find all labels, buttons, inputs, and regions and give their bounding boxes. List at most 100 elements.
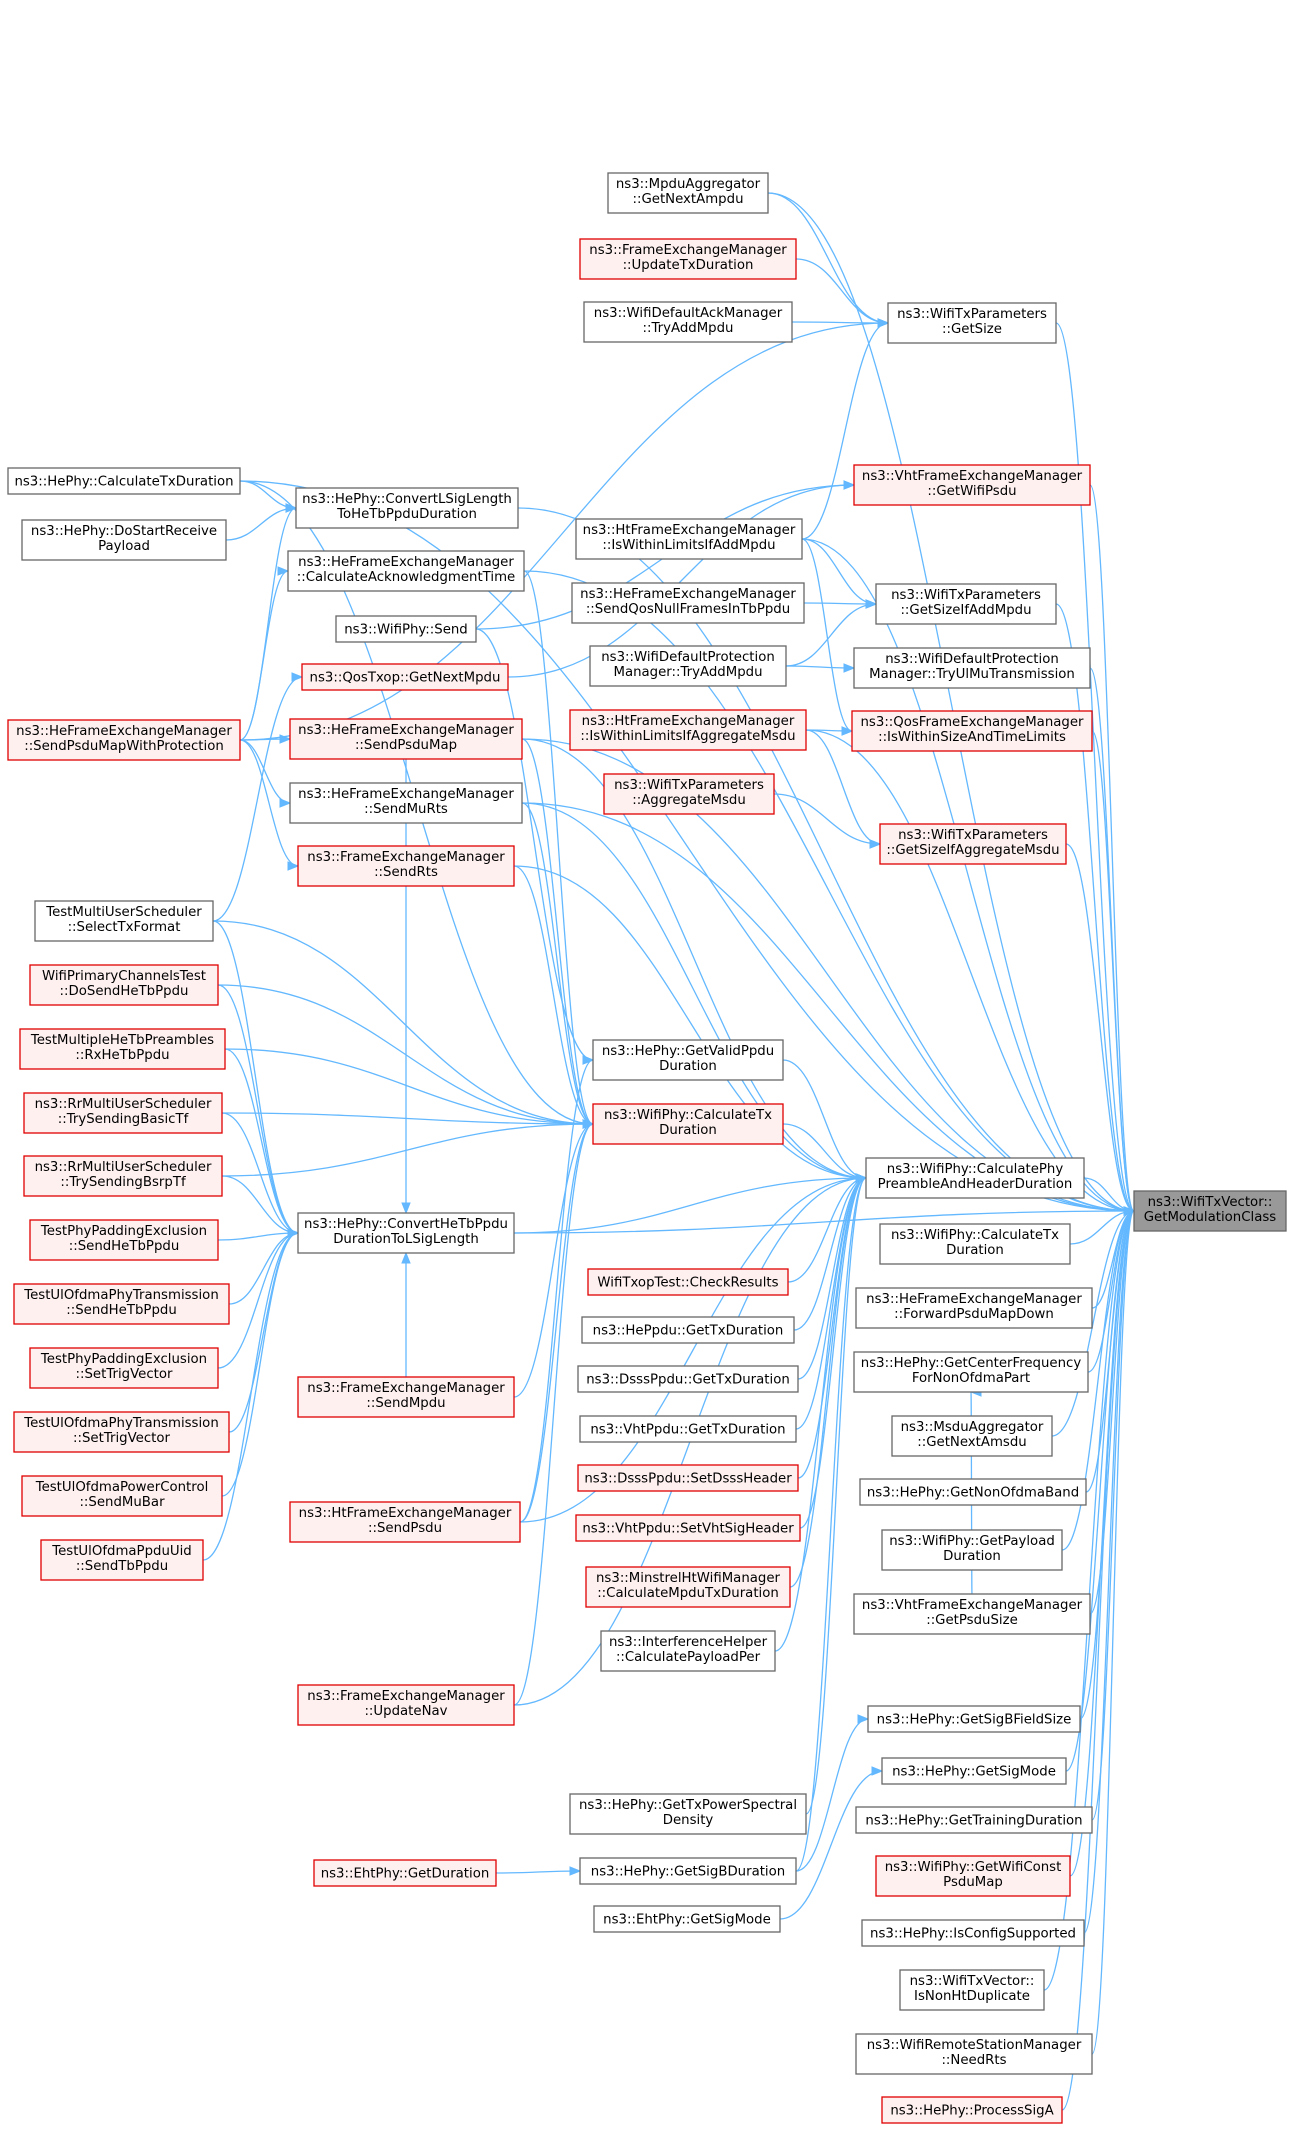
graph-node[interactable]: ns3::WifiDefaultProtectionManager::TryUl… bbox=[853, 647, 1091, 689]
graph-node[interactable]: ns3::RrMultiUserScheduler::TrySendingBsr… bbox=[23, 1155, 223, 1197]
node-label: Manager::TryUlMuTransmission bbox=[869, 667, 1075, 682]
graph-node[interactable]: ns3::QosTxop::GetNextMpdu bbox=[301, 663, 509, 691]
graph-node[interactable]: ns3::WifiPhy::CalculateTxDuration bbox=[879, 1223, 1071, 1265]
graph-node[interactable]: ns3::VhtPpdu::SetVhtSigHeader bbox=[575, 1514, 801, 1542]
call-edge bbox=[1061, 1210, 1135, 2111]
graph-node[interactable]: ns3::FrameExchangeManager::SendRts bbox=[297, 845, 515, 887]
graph-node[interactable]: TestPhyPaddingExclusion::SendHeTbPpdu bbox=[29, 1219, 219, 1261]
graph-node[interactable]: ns3::HeFrameExchangeManager::SendPsduMap bbox=[289, 718, 523, 760]
graph-node[interactable]: TestUlOfdmaPhyTransmission::SendHeTbPpdu bbox=[13, 1283, 230, 1325]
call-edge bbox=[767, 192, 1135, 1212]
graph-node[interactable]: TestPhyPaddingExclusion::SetTrigVector bbox=[29, 1347, 219, 1389]
node-label: ::IsWithinLimitsIfAddMpdu bbox=[602, 538, 775, 553]
call-edge bbox=[1055, 322, 1135, 1212]
graph-node[interactable]: ns3::VhtFrameExchangeManager::GetPsduSiz… bbox=[853, 1593, 1091, 1635]
graph-node[interactable]: ns3::HePhy::GetTrainingDuration bbox=[855, 1806, 1093, 1834]
root-node[interactable]: ns3::WifiTxVector::GetModulationClass bbox=[1133, 1190, 1287, 1232]
node-label: DurationToLSigLength bbox=[333, 1232, 479, 1247]
node-label: ns3::VhtFrameExchangeManager bbox=[862, 469, 1083, 484]
graph-node[interactable]: TestUlOfdmaPpduUid::SendTbPpdu bbox=[40, 1539, 204, 1581]
graph-node[interactable]: ns3::VhtPpdu::GetTxDuration bbox=[579, 1415, 797, 1443]
graph-node[interactable]: ns3::WifiPhy::CalculateTxDuration bbox=[592, 1103, 784, 1145]
graph-node[interactable]: ns3::WifiTxParameters::GetSizeIfAddMpdu bbox=[875, 583, 1057, 625]
node-label: TestPhyPaddingExclusion bbox=[40, 1352, 207, 1367]
graph-node[interactable]: ns3::HePhy::ConvertHeTbPpduDurationToLSi… bbox=[297, 1212, 515, 1254]
graph-node[interactable]: ns3::WifiTxVector::IsNonHtDuplicate bbox=[899, 1969, 1045, 2011]
graph-node[interactable]: ns3::VhtFrameExchangeManager::GetWifiPsd… bbox=[853, 464, 1091, 506]
graph-node[interactable]: ns3::HePpdu::GetTxDuration bbox=[581, 1316, 795, 1344]
graph-node[interactable]: ns3::WifiTxParameters::GetSizeIfAggregat… bbox=[879, 823, 1067, 865]
graph-node[interactable]: ns3::FrameExchangeManager::UpdateNav bbox=[297, 1684, 515, 1726]
graph-node[interactable]: ns3::WifiPhy::CalculatePhyPreambleAndHea… bbox=[865, 1157, 1085, 1199]
call-edge bbox=[224, 1048, 594, 1125]
graph-node[interactable]: TestMultiUserScheduler::SelectTxFormat bbox=[34, 900, 214, 942]
call-edge bbox=[224, 1048, 299, 1234]
graph-node[interactable]: ns3::HePhy::ConvertLSigLengthToHeTbPpduD… bbox=[295, 487, 519, 529]
graph-node[interactable]: ns3::HtFrameExchangeManager::IsWithinLim… bbox=[575, 518, 803, 560]
graph-node[interactable]: ns3::HeFrameExchangeManager::CalculateAc… bbox=[287, 550, 525, 592]
graph-node[interactable]: WifiTxopTest::CheckResults bbox=[587, 1268, 789, 1296]
graph-node[interactable]: ns3::MinstrelHtWifiManager::CalculateMpd… bbox=[585, 1566, 791, 1608]
graph-node[interactable]: ns3::HeFrameExchangeManager::SendQosNull… bbox=[571, 582, 805, 624]
graph-node[interactable]: ns3::MsduAggregator::GetNextAmsdu bbox=[891, 1415, 1053, 1457]
graph-node[interactable]: TestUlOfdmaPowerControl::SendMuBar bbox=[21, 1475, 223, 1517]
graph-node[interactable]: ns3::WifiDefaultAckManager::TryAddMpdu bbox=[583, 301, 793, 343]
graph-node[interactable]: ns3::WifiTxParameters::AggregateMsdu bbox=[603, 773, 775, 815]
node-label: ::IsWithinLimitsIfAggregateMsdu bbox=[580, 729, 795, 744]
graph-node[interactable]: ns3::QosFrameExchangeManager::IsWithinSi… bbox=[851, 710, 1093, 752]
graph-node[interactable]: ns3::WifiDefaultProtectionManager::TryAd… bbox=[589, 645, 787, 687]
call-edge bbox=[217, 984, 299, 1234]
graph-node[interactable]: ns3::WifiPhy::Send bbox=[335, 615, 477, 643]
graph-node[interactable]: ns3::HeFrameExchangeManager::ForwardPsdu… bbox=[855, 1287, 1093, 1329]
call-edge bbox=[787, 1177, 867, 1283]
graph-node[interactable]: ns3::HePhy::GetSigMode bbox=[881, 1757, 1067, 1785]
node-box bbox=[583, 301, 793, 343]
graph-node[interactable]: TestUlOfdmaPhyTransmission::SetTrigVecto… bbox=[13, 1411, 230, 1453]
graph-node[interactable]: ns3::HtFrameExchangeManager::IsWithinLim… bbox=[569, 709, 807, 751]
graph-node[interactable]: ns3::HtFrameExchangeManager::SendPsdu bbox=[289, 1501, 521, 1543]
graph-node[interactable]: ns3::HePhy::ProcessSigA bbox=[881, 2096, 1063, 2124]
node-box bbox=[23, 1155, 223, 1197]
graph-node[interactable]: ns3::HeFrameExchangeManager::SendPsduMap… bbox=[7, 719, 241, 761]
node-label: TestUlOfdmaPhyTransmission bbox=[23, 1288, 219, 1303]
graph-node[interactable]: ns3::HePhy::IsConfigSupported bbox=[861, 1919, 1085, 1947]
graph-node[interactable]: ns3::FrameExchangeManager::SendMpdu bbox=[297, 1376, 515, 1418]
graph-node[interactable]: ns3::HePhy::GetSigBFieldSize bbox=[867, 1705, 1081, 1733]
node-label: ::GetSizeIfAddMpdu bbox=[900, 603, 1031, 618]
graph-node[interactable]: ns3::HePhy::GetNonOfdmaBand bbox=[859, 1478, 1087, 1506]
arrowhead-icon bbox=[871, 1766, 884, 1776]
arrowhead-icon bbox=[582, 1119, 595, 1129]
graph-node[interactable]: ns3::EhtPhy::GetSigMode bbox=[593, 1905, 781, 1933]
graph-node[interactable]: ns3::DsssPpdu::GetTxDuration bbox=[577, 1365, 799, 1393]
graph-node[interactable]: ns3::EhtPhy::GetDuration bbox=[313, 1859, 497, 1887]
graph-node[interactable]: WifiPrimaryChannelsTest::DoSendHeTbPpdu bbox=[29, 964, 219, 1006]
node-label: ns3::RrMultiUserScheduler bbox=[35, 1097, 212, 1112]
graph-node[interactable]: TestMultipleHeTbPreambles::RxHeTbPpdu bbox=[19, 1028, 226, 1070]
graph-node[interactable]: ns3::WifiRemoteStationManager::NeedRts bbox=[855, 2033, 1093, 2075]
node-label: ns3::VhtFrameExchangeManager bbox=[862, 1598, 1083, 1613]
graph-node[interactable]: ns3::MpduAggregator::GetNextAmpdu bbox=[607, 172, 769, 214]
graph-node[interactable]: ns3::WifiTxParameters::GetSize bbox=[887, 302, 1057, 344]
call-edge bbox=[1091, 1210, 1135, 1821]
graph-node[interactable]: ns3::FrameExchangeManager::UpdateTxDurat… bbox=[579, 238, 797, 280]
graph-node[interactable]: ns3::DsssPpdu::SetDsssHeader bbox=[577, 1464, 799, 1492]
graph-node[interactable]: ns3::InterferenceHelper::CalculatePayloa… bbox=[600, 1630, 776, 1672]
node-label: ns3::WifiDefaultAckManager bbox=[594, 306, 783, 321]
graph-node[interactable]: ns3::HePhy::GetCenterFrequencyForNonOfdm… bbox=[853, 1351, 1089, 1393]
call-edge bbox=[797, 1177, 867, 1380]
node-box bbox=[289, 782, 523, 824]
graph-node[interactable]: ns3::HePhy::GetSigBDuration bbox=[579, 1857, 797, 1885]
graph-node[interactable]: ns3::HePhy::CalculateTxDuration bbox=[7, 467, 241, 495]
node-box bbox=[289, 1501, 521, 1543]
graph-node[interactable]: ns3::RrMultiUserScheduler::TrySendingBas… bbox=[23, 1092, 223, 1134]
node-box bbox=[40, 1539, 204, 1581]
graph-node[interactable]: ns3::HeFrameExchangeManager::SendMuRts bbox=[289, 782, 523, 824]
node-box bbox=[865, 1157, 1085, 1199]
arrowhead-icon bbox=[569, 1866, 582, 1876]
node-label: ns3::WifiRemoteStationManager bbox=[867, 2038, 1082, 2053]
